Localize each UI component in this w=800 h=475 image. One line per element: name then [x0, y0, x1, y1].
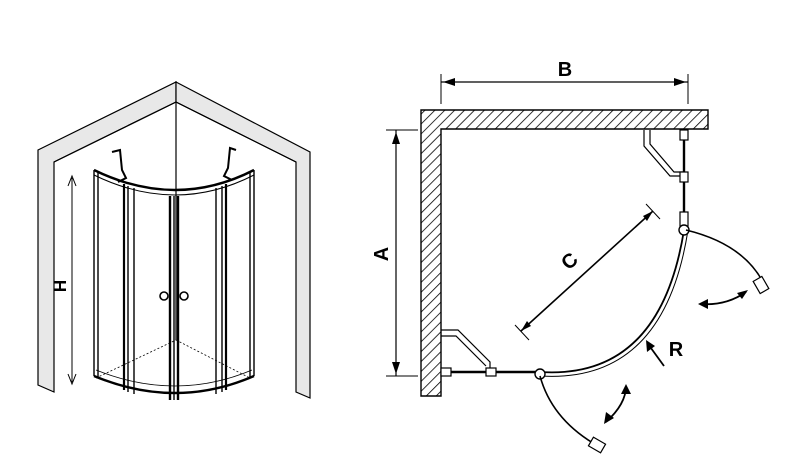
left-handle [159, 291, 169, 301]
door-arc [539, 229, 685, 374]
dimension-b-label: B [558, 59, 572, 81]
height-label: H [51, 280, 70, 292]
right-wall [175, 81, 311, 399]
right-door-open [685, 229, 765, 285]
dimension-c-label: C [557, 249, 582, 275]
left-wall [37, 81, 177, 393]
perspective-view [37, 81, 311, 400]
top-bracket [643, 130, 684, 177]
left-bracket [441, 329, 491, 372]
bottom-rail [93, 374, 255, 395]
right-wall-bracket [222, 146, 237, 181]
right-handle [179, 291, 189, 301]
plan-view [386, 74, 770, 454]
vertical-profiles [93, 170, 255, 400]
top-rail [93, 168, 255, 192]
dimension-c-line [520, 210, 654, 332]
hatched-wall [420, 109, 709, 397]
radius-label: R [669, 339, 684, 361]
left-wall-bracket [111, 148, 128, 183]
left-door-open [539, 375, 599, 447]
dimension-a-label: A [371, 247, 393, 261]
